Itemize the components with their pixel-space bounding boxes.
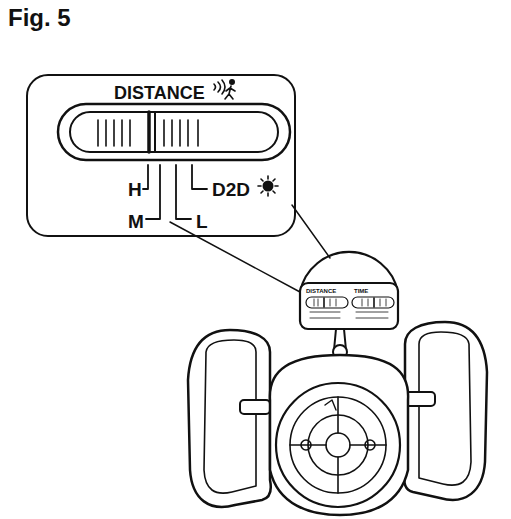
panel-label: TIME	[354, 288, 368, 294]
callout-leader	[170, 222, 300, 292]
left-lamp-head	[188, 330, 271, 507]
wire-notch	[325, 400, 336, 410]
time-slider-small	[352, 297, 394, 308]
callout-leader	[292, 205, 330, 258]
left-lamp-lens	[204, 340, 256, 493]
right-arm	[405, 392, 435, 406]
setting-name: DISTANCE	[114, 84, 205, 102]
position-label: L	[196, 212, 208, 231]
panel-label: DISTANCE	[306, 288, 336, 294]
slider-knob	[147, 112, 151, 152]
right-lamp-head	[404, 322, 487, 500]
mounting-ribs	[290, 397, 386, 493]
motion-icon	[214, 80, 235, 99]
mounting-ring	[290, 397, 386, 493]
left-arm	[240, 400, 270, 414]
distance-slider-small	[306, 297, 348, 308]
small-ticks	[310, 298, 388, 318]
slider-knob	[154, 112, 156, 152]
screw-hole	[301, 440, 311, 450]
right-lamp-lens	[419, 332, 471, 485]
position-label: D2D	[212, 180, 250, 199]
mounting-hub	[326, 433, 350, 457]
position-leaders	[143, 165, 207, 219]
main-body	[270, 355, 408, 515]
slider-track	[70, 112, 278, 152]
screw-hole	[365, 440, 375, 450]
slider-frame	[58, 104, 290, 160]
figure-title: Fig. 5	[8, 6, 71, 30]
position-label: H	[128, 180, 142, 199]
mounting-plate	[276, 383, 400, 507]
daylight-icon	[258, 176, 278, 196]
control-panel	[300, 283, 398, 329]
callout-box: DISTANCE HM D2DL	[26, 74, 296, 237]
position-label: M	[128, 212, 144, 231]
